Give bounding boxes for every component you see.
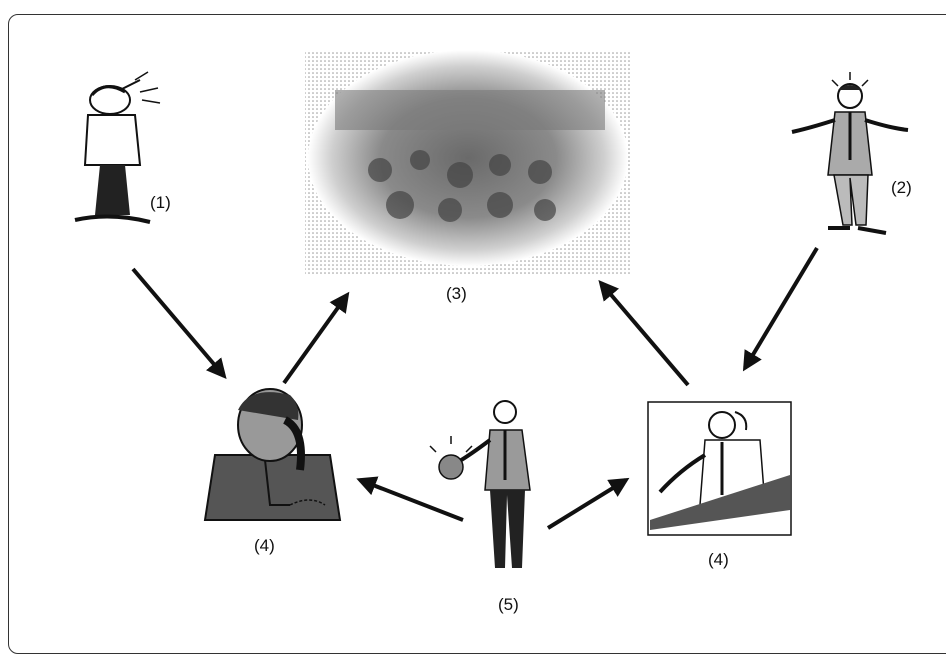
- confused-trader-illustration: [791, 72, 909, 235]
- broker-on-phone-illustration: [203, 388, 342, 521]
- label-salesman-money: (5): [498, 595, 519, 614]
- arrow-5-to-4-right: [546, 477, 630, 530]
- flow-diagram: (1) (2) (3) (4) (4) (5): [74, 50, 912, 614]
- worried-trader-illustration: [74, 71, 161, 224]
- flow-arrows: [131, 246, 819, 530]
- arrow-5-to-4-left: [356, 476, 464, 522]
- broker-at-desk-illustration: [647, 401, 792, 536]
- label-trader-confused: (2): [891, 178, 912, 197]
- trading-floor-photo: [305, 50, 630, 275]
- arrow-1-to-4: [131, 267, 227, 380]
- arrow-4-to-3-right: [598, 279, 690, 387]
- label-broker-phone: (4): [254, 536, 275, 555]
- label-trading-floor: (3): [446, 284, 467, 303]
- salesman-with-money-bag-illustration: [429, 400, 531, 568]
- arrow-2-to-4: [742, 246, 819, 372]
- label-trader-worried: (1): [150, 193, 171, 212]
- label-broker-desk: (4): [708, 550, 729, 569]
- arrow-4-to-3: [282, 291, 350, 385]
